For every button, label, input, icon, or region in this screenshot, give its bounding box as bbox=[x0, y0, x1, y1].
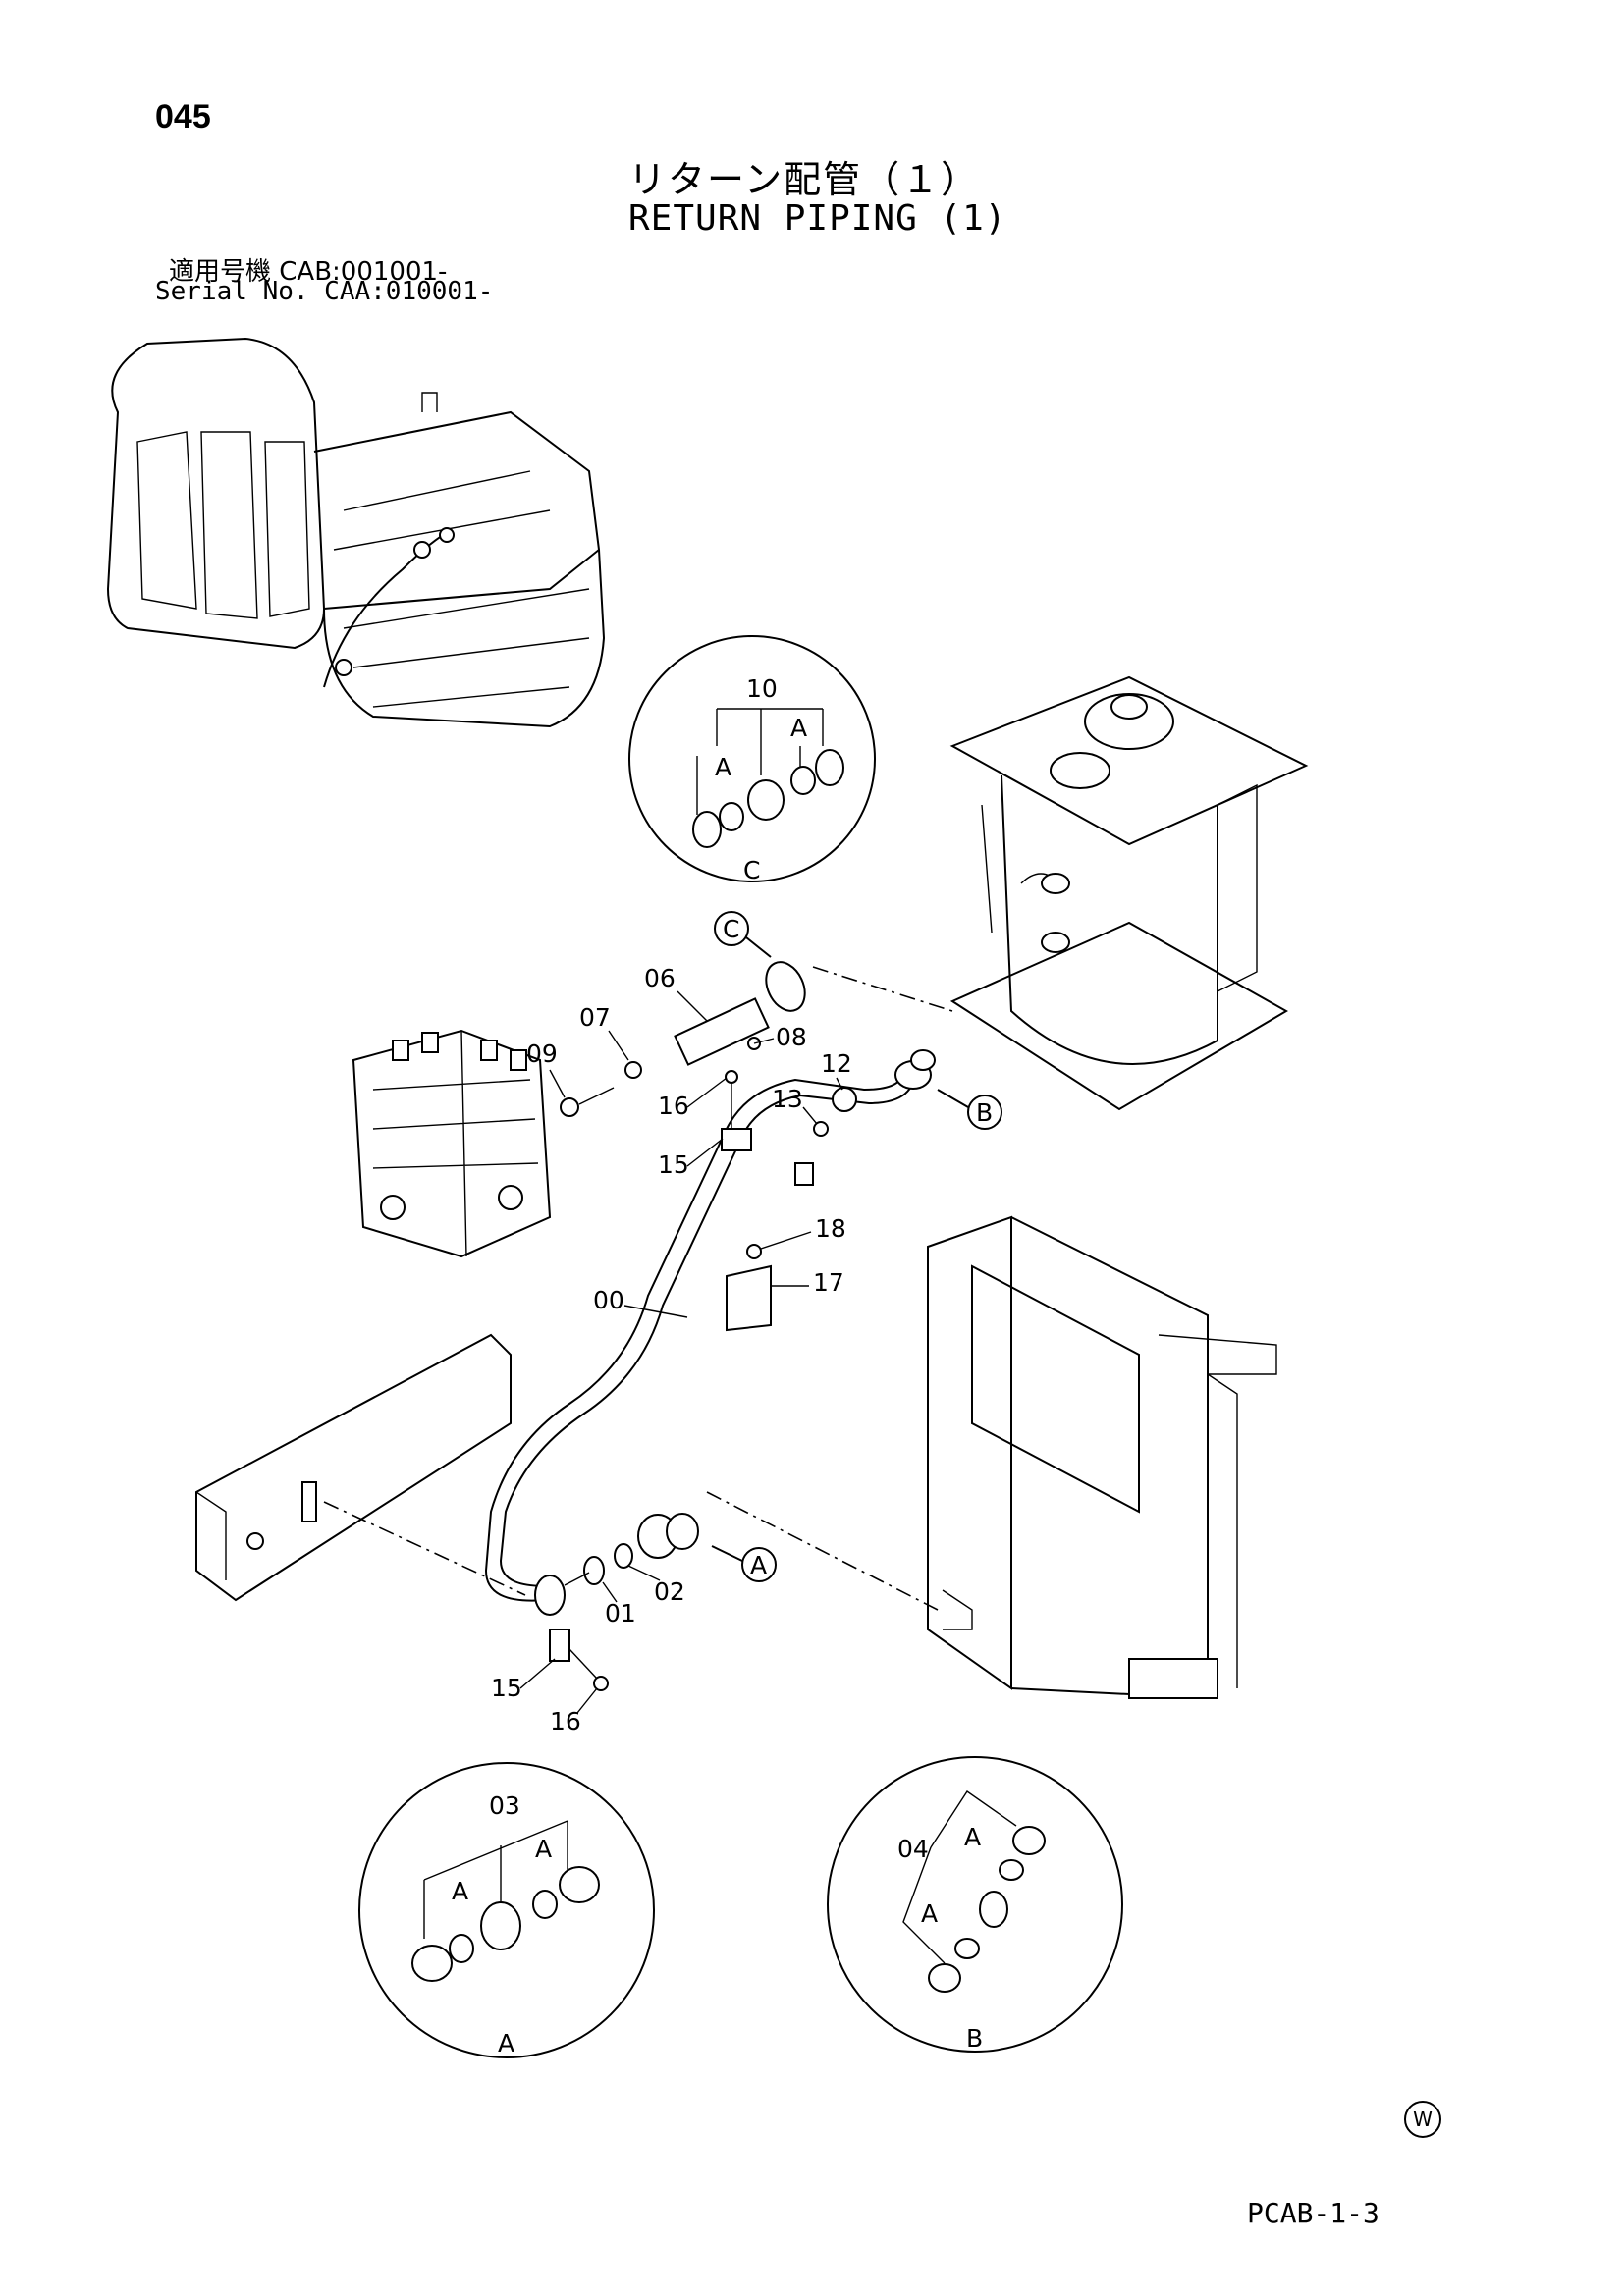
callout-15-lower: 15 bbox=[491, 1674, 522, 1702]
part-callouts: 00 01 02 06 07 08 09 12 13 15 16 17 18 1… bbox=[491, 964, 852, 1735]
excavator-overview-illustration bbox=[106, 337, 606, 728]
serial-range-japanese: 適用号機 CAB:001001- bbox=[169, 257, 448, 287]
control-valve-illustration bbox=[352, 1029, 552, 1258]
detail-reference-markers: C B A bbox=[711, 911, 1002, 1582]
callout-17: 17 bbox=[813, 1268, 844, 1297]
callout-18: 18 bbox=[815, 1214, 846, 1243]
callout-09: 09 bbox=[526, 1040, 558, 1068]
callout-16-upper: 16 bbox=[658, 1092, 689, 1120]
dashed-connection-lines bbox=[323, 966, 953, 1611]
callout-01: 01 bbox=[605, 1599, 636, 1628]
detail-b-view: B 04 A A bbox=[827, 1756, 1123, 2053]
serial-range-english: Serial No. CAA:010001- bbox=[155, 277, 494, 306]
detail-c-sub-a1: A bbox=[715, 753, 731, 781]
ref-marker-c-label: C bbox=[723, 915, 739, 943]
hydraulic-tank-illustration bbox=[949, 675, 1309, 1111]
detail-a-sub-a2: A bbox=[535, 1835, 552, 1863]
callout-12: 12 bbox=[821, 1049, 852, 1078]
detail-a-view: A 03 A A bbox=[358, 1762, 655, 2058]
detail-a-callout-03: 03 bbox=[489, 1791, 520, 1820]
detail-b-sub-a2: A bbox=[921, 1899, 938, 1928]
detail-c-title: C bbox=[743, 856, 760, 884]
ref-marker-b bbox=[967, 1095, 1002, 1130]
detail-c-view: C 10 A A bbox=[628, 635, 876, 884]
return-pipe bbox=[484, 1064, 917, 1602]
ref-marker-c bbox=[714, 911, 749, 946]
fitting-parts bbox=[534, 961, 936, 1691]
ref-marker-a-label: A bbox=[750, 1551, 767, 1579]
oil-cooler-illustration bbox=[927, 1215, 1277, 1700]
page-title-japanese: リターン配管（１） bbox=[628, 158, 981, 201]
callout-15-upper: 15 bbox=[658, 1150, 689, 1179]
detail-a-sub-a1: A bbox=[452, 1877, 468, 1905]
ref-marker-b-label: B bbox=[976, 1098, 993, 1127]
detail-b-callout-04: 04 bbox=[897, 1835, 929, 1863]
detail-a-title: A bbox=[498, 2029, 514, 2057]
callout-07: 07 bbox=[579, 1003, 611, 1032]
floor-bracket-illustration bbox=[195, 1333, 512, 1602]
detail-b-title: B bbox=[966, 2024, 983, 2053]
ref-marker-a bbox=[741, 1547, 777, 1582]
callout-02: 02 bbox=[654, 1577, 685, 1606]
detail-c-sub-a2: A bbox=[790, 714, 807, 742]
callout-06: 06 bbox=[644, 964, 676, 992]
callout-08: 08 bbox=[776, 1023, 807, 1051]
copyright-mark: W bbox=[1404, 2101, 1441, 2138]
document-code: PCAB-1-3 bbox=[1247, 2197, 1380, 2229]
callout-00: 00 bbox=[593, 1286, 624, 1314]
detail-c-callout-10: 10 bbox=[746, 674, 778, 703]
page-title-english: RETURN PIPING (1) bbox=[628, 198, 1007, 239]
page-number: 045 bbox=[155, 98, 211, 135]
callout-16-lower: 16 bbox=[550, 1707, 581, 1735]
callout-13: 13 bbox=[772, 1085, 803, 1113]
detail-b-sub-a1: A bbox=[964, 1823, 981, 1851]
